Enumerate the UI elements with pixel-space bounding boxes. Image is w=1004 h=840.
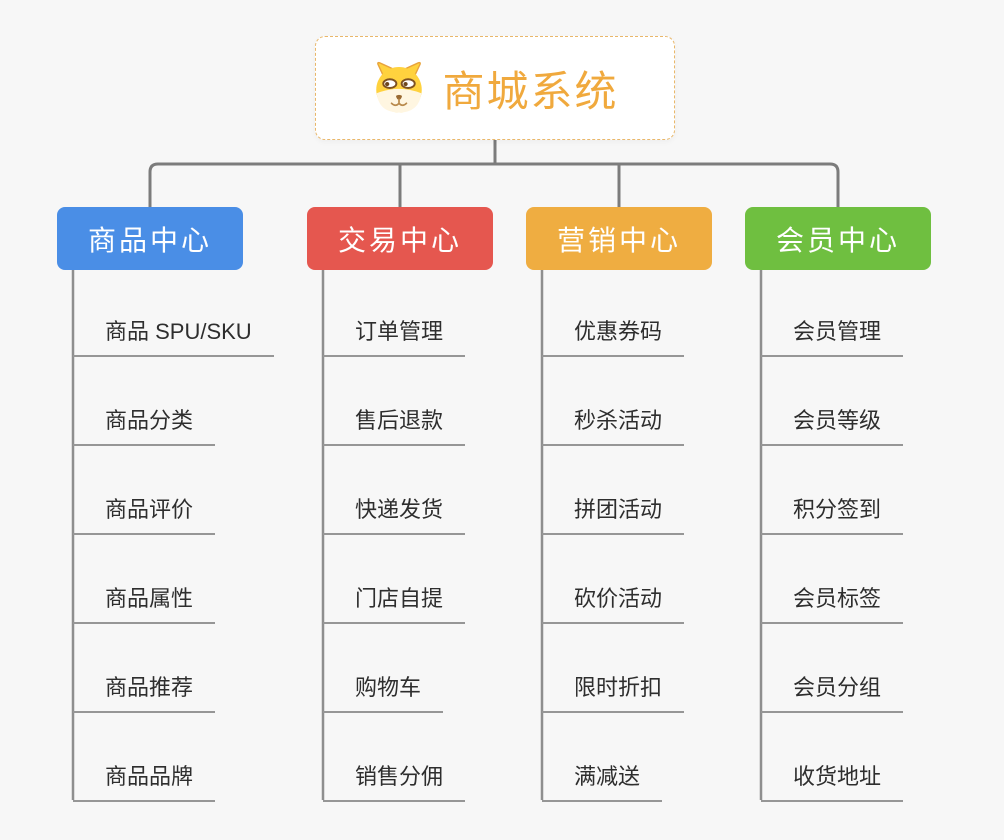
leaf-node[interactable]: 购物车 [323,674,444,713]
leaf-node[interactable]: 优惠券码 [542,318,685,357]
root-title: 商城系统 [442,67,619,115]
leaf-node[interactable]: 商品品牌 [73,763,216,802]
root-node[interactable]: 商城系统 [315,36,675,140]
leaf-node[interactable]: 收货地址 [761,763,904,802]
dog-face-icon [376,61,423,113]
leaf-node[interactable]: 门店自提 [323,585,466,624]
leaf-node[interactable]: 订单管理 [323,318,466,357]
leaf-node[interactable]: 拼团活动 [542,496,685,535]
leaf-node[interactable]: 商品推荐 [73,674,216,713]
leaf-node[interactable]: 积分签到 [761,496,904,535]
leaf-node[interactable]: 商品 SPU/SKU [73,318,274,357]
leaf-node[interactable]: 秒杀活动 [542,407,685,446]
leaf-node[interactable]: 销售分佣 [323,763,466,802]
leaf-node[interactable]: 快递发货 [323,496,466,535]
leaf-node[interactable]: 会员等级 [761,407,904,446]
leaf-node[interactable]: 会员标签 [761,585,904,624]
branch-column-member: 会员中心 会员管理 会员等级 积分签到 会员标签 会员分组 收货地址 [745,207,985,807]
leaf-node[interactable]: 限时折扣 [542,674,685,713]
leaf-node[interactable]: 会员管理 [761,318,904,357]
leaf-node[interactable]: 砍价活动 [542,585,685,624]
leaf-node[interactable]: 会员分组 [761,674,904,713]
branch-node-product-center[interactable]: 商品中心 [57,207,243,270]
leaf-node[interactable]: 商品属性 [73,585,216,624]
branch-node-trade-center[interactable]: 交易中心 [307,207,493,270]
branch-node-member-center[interactable]: 会员中心 [745,207,931,270]
tree-top-connector [148,140,840,208]
leaf-node[interactable]: 售后退款 [323,407,466,446]
leaf-node[interactable]: 满减送 [542,763,663,802]
leaf-node[interactable]: 商品分类 [73,407,216,446]
branch-column-product: 商品中心 商品 SPU/SKU 商品分类 商品评价 商品属性 商品推荐 商品品牌 [57,207,297,807]
leaf-node[interactable]: 商品评价 [73,496,216,535]
branch-node-marketing-center[interactable]: 营销中心 [526,207,712,270]
branch-column-trade: 交易中心 订单管理 售后退款 快递发货 门店自提 购物车 销售分佣 [307,207,547,807]
branch-column-marketing: 营销中心 优惠券码 秒杀活动 拼团活动 砍价活动 限时折扣 满减送 [526,207,766,807]
